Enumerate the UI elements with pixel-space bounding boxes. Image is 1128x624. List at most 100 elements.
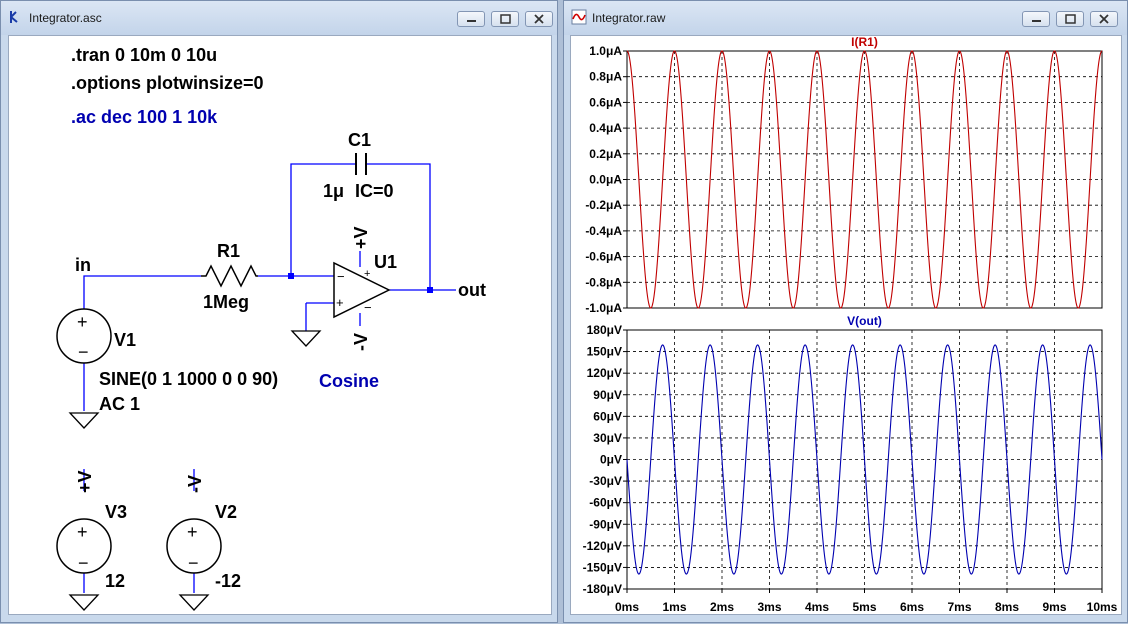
opamp-inverting-mark: − xyxy=(337,269,345,284)
waveform-titlebar[interactable]: Integrator.raw xyxy=(564,1,1127,35)
ground-icon xyxy=(290,330,322,347)
maximize-icon xyxy=(500,14,511,24)
y-tick-label: -0.8μA xyxy=(585,275,622,289)
y-tick-label: 0.4μA xyxy=(589,121,622,135)
plus-mark: + xyxy=(187,522,198,542)
minimize-icon xyxy=(1032,20,1041,22)
minimize-button[interactable] xyxy=(457,11,485,27)
trace-i-r1- xyxy=(626,50,1103,309)
schematic-window-title: Integrator.asc xyxy=(29,11,102,25)
waveform-plots[interactable]: 1.0μA 0.8μA 0.6μA 0.4μA 0.2μA 0.0μA -0.2μA -0.4… xyxy=(571,35,1121,619)
ground-icon xyxy=(68,594,100,611)
plus-mark: + xyxy=(77,312,88,332)
y-tick-label: 120μV xyxy=(587,366,622,380)
cosine-comment[interactable]: Cosine xyxy=(319,371,379,391)
y-tick-label: -0.2μA xyxy=(585,198,622,212)
y-tick-label: -90μV xyxy=(589,517,622,531)
junction-node xyxy=(288,273,294,279)
plot-pane-i-r1[interactable]: 1.0μA 0.8μA 0.6μA 0.4μA 0.2μA 0.0μA -0.2μA -0.4… xyxy=(585,35,1103,315)
voltage-source-v3[interactable]: +V + − V3 12 xyxy=(56,470,127,591)
waveform-window-title: Integrator.raw xyxy=(592,11,666,25)
minimize-icon xyxy=(467,20,476,22)
x-tick-label: 7ms xyxy=(947,600,971,614)
maximize-icon xyxy=(1065,14,1076,24)
close-icon xyxy=(534,14,544,24)
y-tick-label: 180μV xyxy=(587,323,622,337)
close-icon xyxy=(1099,14,1109,24)
c1-value: 1μ xyxy=(323,181,344,201)
x-tick-label: 4ms xyxy=(805,600,829,614)
schematic-drawing[interactable]: .tran 0 10m 0 10u .options plotwinsize=0… xyxy=(9,36,554,619)
capacitor-c1[interactable]: C1 1μ IC=0 xyxy=(323,130,394,201)
schematic-app-icon xyxy=(10,11,18,23)
y-tick-label: -180μV xyxy=(583,582,622,596)
ground-icon xyxy=(178,594,210,611)
close-button[interactable] xyxy=(525,11,553,27)
schematic-titlebar[interactable]: Integrator.asc xyxy=(1,1,557,35)
c1-name: C1 xyxy=(348,130,371,150)
minus-mark: − xyxy=(188,553,199,573)
y-tick-label: 0.0μA xyxy=(589,173,622,187)
net-label-in[interactable]: in xyxy=(75,255,91,275)
minus-mark: − xyxy=(78,553,89,573)
x-tick-label: 3ms xyxy=(757,600,781,614)
opamp-vminus-mark: − xyxy=(364,300,372,315)
x-tick-label: 2ms xyxy=(710,600,734,614)
ground-icon xyxy=(68,412,100,429)
v3-value: 12 xyxy=(105,571,125,591)
schematic-window[interactable]: Integrator.asc .tran 0 10m 0 10u .option… xyxy=(0,0,558,623)
y-tick-label: -1.0μA xyxy=(585,301,622,315)
net-label-out[interactable]: out xyxy=(458,280,486,300)
voltage-source-v2[interactable]: -V + − V2 -12 xyxy=(166,475,241,591)
y-tick-label: 30μV xyxy=(593,431,622,445)
y-tick-label: 90μV xyxy=(593,388,622,402)
resistor-r1[interactable]: R1 1Meg xyxy=(201,241,258,312)
x-tick-label: 9ms xyxy=(1042,600,1066,614)
minimize-button[interactable] xyxy=(1022,11,1050,27)
v3-name: V3 xyxy=(105,502,127,522)
tran-directive[interactable]: .tran 0 10m 0 10u xyxy=(71,45,217,65)
junction-node xyxy=(427,287,433,293)
waveform-window[interactable]: Integrator.raw 1.0μA 0.8μA 0.6μA 0.4μA 0.2μA… xyxy=(563,0,1128,623)
ac-directive[interactable]: .ac dec 100 1 10k xyxy=(71,107,218,127)
x-tick-label: 10ms xyxy=(1087,600,1118,614)
opamp-noninverting-mark: + xyxy=(336,295,344,310)
y-tick-label: 1.0μA xyxy=(589,44,622,58)
x-tick-label: 1ms xyxy=(662,600,686,614)
y-tick-label: -150μV xyxy=(583,560,622,574)
v1-name: V1 xyxy=(114,330,136,350)
x-tick-label: 6ms xyxy=(900,600,924,614)
v3-net-label: +V xyxy=(75,470,95,493)
minus-mark: − xyxy=(78,342,89,362)
options-directive[interactable]: .options plotwinsize=0 xyxy=(71,73,264,93)
y-tick-label: 0.6μA xyxy=(589,95,622,109)
y-tick-label: -30μV xyxy=(589,474,622,488)
y-tick-label: 0μV xyxy=(600,453,622,467)
opamp-u1[interactable]: − + + − U1 +V -V xyxy=(333,226,397,351)
y-tick-label: -0.4μA xyxy=(585,224,622,238)
v1-value: SINE(0 1 1000 0 0 90) xyxy=(99,369,278,389)
v1-ac: AC 1 xyxy=(99,394,140,414)
c1-ic: IC=0 xyxy=(355,181,394,201)
x-tick-label: 0ms xyxy=(615,600,639,614)
voltage-source-v1[interactable]: + − V1 SINE(0 1 1000 0 0 90) AC 1 xyxy=(56,308,278,414)
v2-net-label: -V xyxy=(185,475,205,493)
r1-value: 1Meg xyxy=(203,292,249,312)
waveform-canvas[interactable]: 1.0μA 0.8μA 0.6μA 0.4μA 0.2μA 0.0μA -0.2μA -0.4… xyxy=(570,35,1122,615)
plot-pane-v-out[interactable]: 180μV150μV120μV90μV60μV30μV0μV-30μV-60μV… xyxy=(583,314,1103,596)
schematic-canvas[interactable]: .tran 0 10m 0 10u .options plotwinsize=0… xyxy=(8,35,552,615)
opamp-positive-supply-label: +V xyxy=(351,226,371,249)
y-tick-label: 150μV xyxy=(587,345,622,359)
plot-title: V(out) xyxy=(847,314,882,328)
v2-value: -12 xyxy=(215,571,241,591)
maximize-button[interactable] xyxy=(491,11,519,27)
maximize-button[interactable] xyxy=(1056,11,1084,27)
close-button[interactable] xyxy=(1090,11,1118,27)
v2-name: V2 xyxy=(215,502,237,522)
y-tick-label: 60μV xyxy=(593,409,622,423)
y-tick-label: 0.2μA xyxy=(589,147,622,161)
y-tick-label: 0.8μA xyxy=(589,70,622,84)
r1-name: R1 xyxy=(217,241,240,261)
x-tick-label: 8ms xyxy=(995,600,1019,614)
